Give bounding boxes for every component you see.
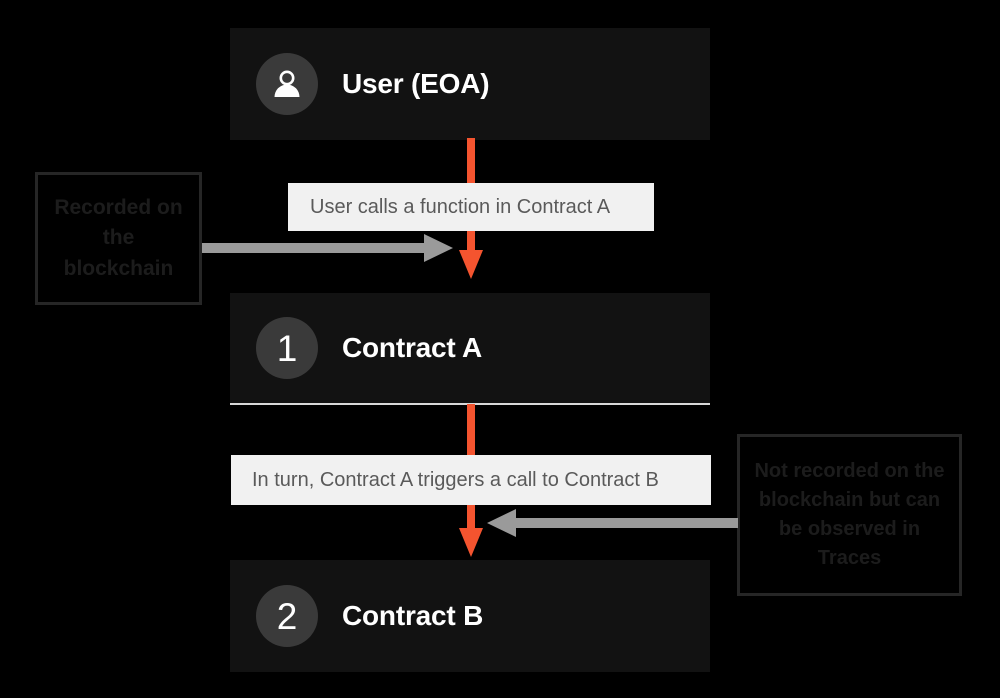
step-badge-1-number: 1 xyxy=(276,327,298,369)
step-badge-1: 1 xyxy=(256,317,318,379)
pointer-arrow-right xyxy=(486,505,738,541)
note-left-text: Recorded on the blockchain xyxy=(54,195,183,280)
node-user-label: User (EOA) xyxy=(342,68,490,99)
caption-user-calls-function: User calls a function in Contract A xyxy=(288,183,654,231)
note-recorded-on-blockchain: Recorded on the blockchain xyxy=(35,172,202,305)
node-user[interactable]: User (EOA) xyxy=(230,28,710,140)
node-contract-a-label: Contract A xyxy=(342,332,483,363)
node-contract-b[interactable]: 2 Contract B xyxy=(230,560,710,672)
avatar xyxy=(256,53,318,115)
caption-1-text: User calls a function in Contract A xyxy=(310,196,611,218)
node-contract-a[interactable]: 1 Contract A xyxy=(230,293,710,405)
pointer-arrow-left xyxy=(202,230,454,266)
person-icon xyxy=(274,70,300,97)
caption-2-text: In turn, Contract A triggers a call to C… xyxy=(252,469,659,491)
caption-contract-a-triggers-contract-b: In turn, Contract A triggers a call to C… xyxy=(231,455,711,505)
node-contract-b-label: Contract B xyxy=(342,600,484,631)
note-right-text: Not recorded on the blockchain but can b… xyxy=(754,460,945,569)
step-badge-2: 2 xyxy=(256,585,318,647)
step-badge-2-number: 2 xyxy=(276,595,298,637)
note-not-recorded-traces: Not recorded on the blockchain but can b… xyxy=(737,434,962,596)
